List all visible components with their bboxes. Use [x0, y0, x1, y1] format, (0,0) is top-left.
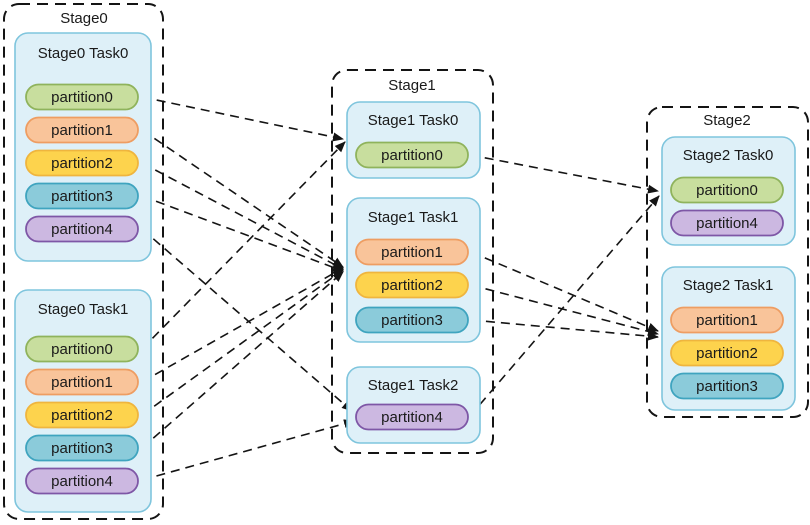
edge-s0t0p0-s1t0: [141, 96, 344, 142]
stage1-group: Stage1 Stage1 Task0 partition0 Stage1 Ta…: [331, 69, 494, 454]
stage0-group: Stage0 Stage0 Task0 partition0 partition…: [3, 3, 164, 520]
edge-s0t0p3-s1t1: [141, 195, 344, 272]
partition-pill: [355, 271, 469, 299]
partition-label: partition0: [696, 182, 758, 199]
edge-s0t0p4-s1t2: [141, 228, 353, 412]
partition-label: partition2: [696, 345, 758, 362]
stage0-title: Stage0: [60, 10, 108, 27]
edge-s1t2p4-s2t0: [469, 195, 660, 417]
stage0-task1-title: Stage0 Task1: [38, 301, 129, 318]
partition-pill: [25, 434, 139, 462]
edge-s1t1p1-s2t1: [470, 251, 659, 332]
stage0-task1: Stage0 Task1 partition0 partition1 parti…: [14, 289, 152, 513]
edges-stage1-to-stage2: [469, 154, 660, 417]
partition-label: partition3: [51, 188, 113, 205]
partition-label: partition1: [381, 244, 443, 261]
stage0-task0-title: Stage0 Task0: [38, 45, 129, 62]
partition-pill: [25, 215, 139, 243]
stage2-task1: Stage2 Task1 partition1 partition2 parti…: [661, 266, 796, 411]
partition-pill: [670, 339, 784, 367]
partition-label: partition0: [381, 147, 443, 164]
partition-label: partition4: [381, 409, 443, 426]
partition-label: partition0: [51, 341, 113, 358]
stage2-task1-title: Stage2 Task1: [683, 277, 774, 294]
partition-pill: [355, 306, 469, 334]
partition-pill: [25, 368, 139, 396]
edge-s0t1p2-s1t1: [141, 269, 344, 416]
edges-stage0-to-stage1: [141, 96, 355, 481]
partition-label: partition4: [696, 215, 758, 232]
stage1-task1-box: [346, 197, 481, 343]
stage1-task0: Stage1 Task0 partition0: [346, 101, 481, 179]
edge-s1t1p2-s2t1: [470, 284, 659, 336]
partition-label: partition1: [51, 374, 113, 391]
partition-label: partition2: [51, 155, 113, 172]
edge-s0t1p1-s1t1: [141, 267, 344, 383]
partition-pill: [670, 306, 784, 334]
partition-pill: [25, 83, 139, 111]
edge-s0t0p2-s1t1: [141, 162, 344, 270]
partition-label: partition3: [51, 440, 113, 457]
partition-pill: [670, 209, 784, 237]
partition-pill: [25, 149, 139, 177]
partition-label: partition0: [51, 89, 113, 106]
partition-pill: [25, 401, 139, 429]
stage0-border: [3, 3, 164, 520]
stage1-title: Stage1: [388, 77, 436, 94]
stage2-task0: Stage2 Task0 partition0 partition4: [661, 136, 796, 246]
stage1-task1: Stage1 Task1 partition1 partition2 parti…: [346, 197, 481, 343]
stage1-task0-title: Stage1 Task0: [368, 112, 459, 129]
partition-pill: [25, 335, 139, 363]
stage2-border: [646, 106, 809, 418]
partition-label: partition2: [381, 277, 443, 294]
edge-s0t1p4-s1t2: [141, 419, 355, 481]
partition-pill: [25, 182, 139, 210]
partition-pill: [670, 372, 784, 400]
edge-s0t0p1-s1t1: [141, 129, 344, 268]
partition-label: partition1: [51, 122, 113, 139]
stage1-task2: Stage1 Task2 partition4: [346, 366, 481, 444]
stage1-task1-title: Stage1 Task1: [368, 209, 459, 226]
stage2-title: Stage2: [703, 112, 751, 129]
partition-label: partition4: [51, 473, 113, 490]
partition-label: partition3: [381, 312, 443, 329]
partition-pill: [25, 467, 139, 495]
stage0-task0: Stage0 Task0 partition0 partition1 parti…: [14, 32, 152, 262]
partition-label: partition3: [696, 378, 758, 395]
edge-s1t0p0-s2t0: [469, 154, 659, 194]
stage2-group: Stage2 Stage2 Task0 partition0 partition…: [646, 106, 809, 418]
edge-s0t1p3-s1t1: [141, 271, 344, 449]
partition-label: partition1: [696, 312, 758, 329]
partition-pill: [355, 403, 469, 431]
edge-s0t1p0-s1t0: [141, 141, 346, 350]
partition-label: partition4: [51, 221, 113, 238]
partition-pill: [670, 176, 784, 204]
partition-pill: [355, 141, 469, 169]
stage1-border: [331, 69, 494, 454]
stage1-task2-title: Stage1 Task2: [368, 377, 459, 394]
partition-label: partition2: [51, 407, 113, 424]
partition-pill: [355, 238, 469, 266]
stage2-task0-title: Stage2 Task0: [683, 147, 774, 164]
edge-s1t1p3-s2t1: [470, 319, 659, 341]
partition-pill: [25, 116, 139, 144]
